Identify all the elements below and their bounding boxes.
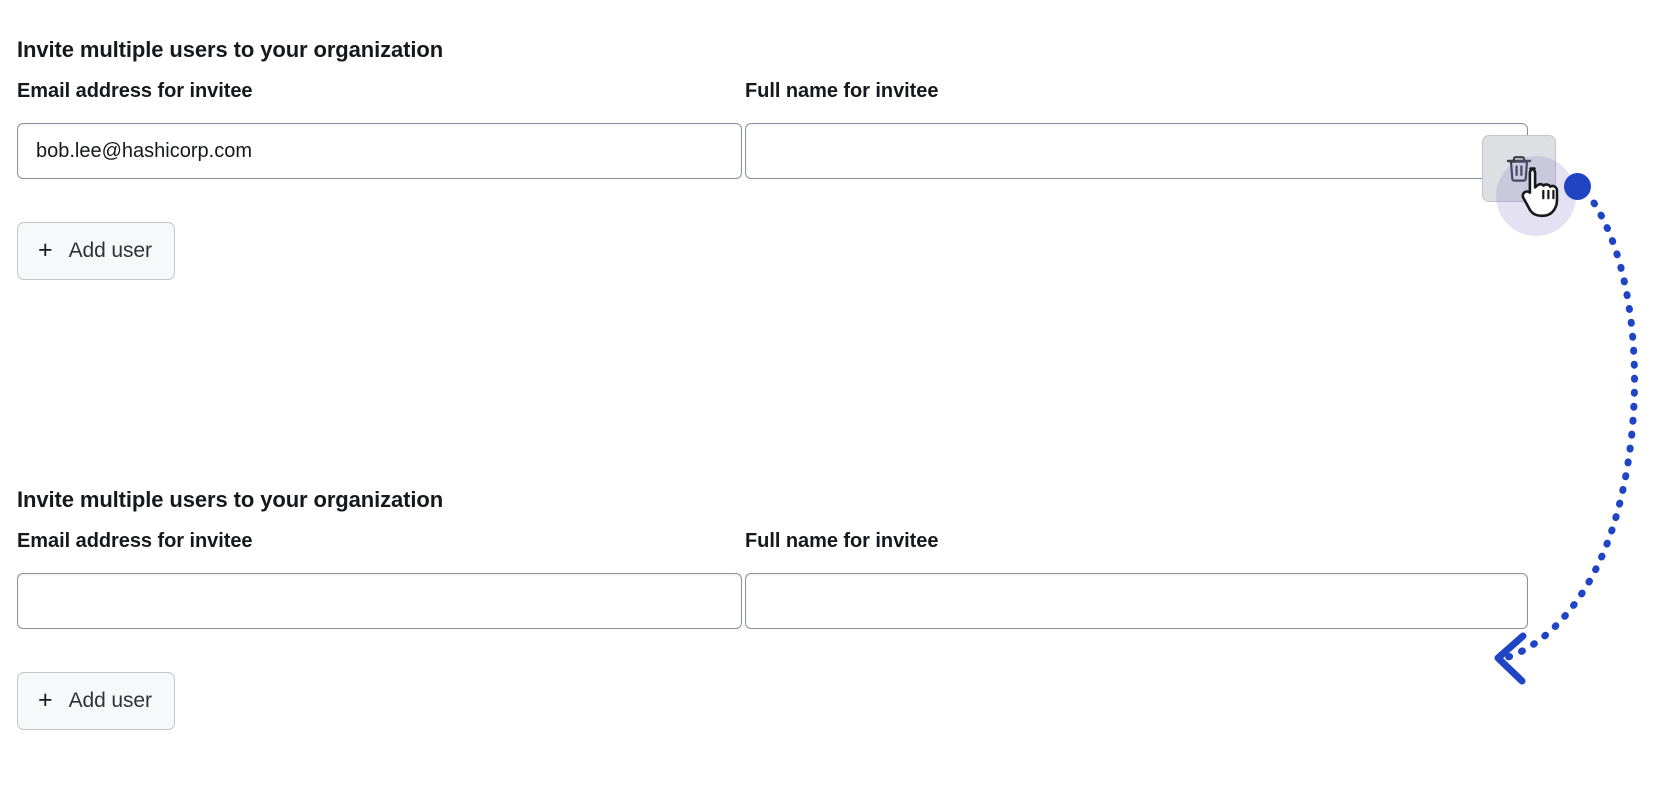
email-input-2[interactable] bbox=[17, 573, 742, 629]
email-field-label: Email address for invitee bbox=[17, 80, 253, 102]
email-field-group-2: Email address for invitee bbox=[17, 528, 742, 629]
fullname-input[interactable] bbox=[745, 123, 1528, 179]
plus-icon: + bbox=[38, 235, 53, 264]
page-title-2: Invite multiple users to your organizati… bbox=[17, 487, 444, 513]
fullname-field-group-2: Full name for invitee bbox=[745, 528, 1528, 629]
email-input[interactable] bbox=[17, 123, 742, 179]
annotation-anchor-dot bbox=[1564, 173, 1591, 200]
delete-row-button[interactable] bbox=[1482, 135, 1556, 202]
plus-icon-2: + bbox=[38, 685, 53, 714]
add-user-button[interactable]: + Add user bbox=[17, 222, 175, 280]
add-user-label: Add user bbox=[68, 239, 152, 262]
fullname-input-2[interactable] bbox=[745, 573, 1528, 629]
email-field-group-1: Email address for invitee bbox=[17, 78, 742, 179]
trash-icon bbox=[1506, 154, 1532, 183]
add-user-button-2[interactable]: + Add user bbox=[17, 672, 175, 730]
fullname-field-label-2: Full name for invitee bbox=[745, 530, 939, 552]
add-user-label-2: Add user bbox=[68, 689, 152, 712]
email-field-label-2: Email address for invitee bbox=[17, 530, 253, 552]
fullname-field-label: Full name for invitee bbox=[745, 80, 939, 102]
page-title: Invite multiple users to your organizati… bbox=[17, 37, 444, 63]
fullname-field-group-1: Full name for invitee bbox=[745, 78, 1528, 179]
